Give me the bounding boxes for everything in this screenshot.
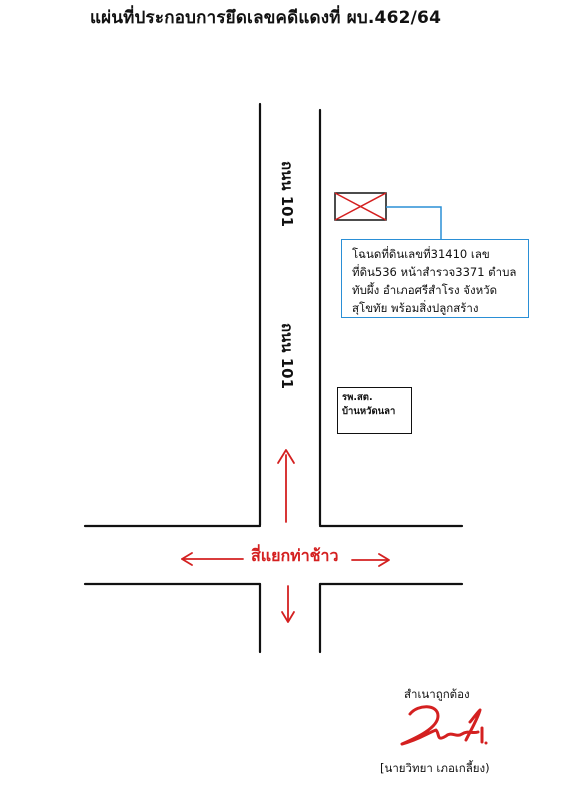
property-note-line: โฉนดที่ดินเลขที่31410 เลข [352,247,490,261]
direction-arrows [181,449,390,623]
arrow-down-icon [281,585,295,623]
junction-label: สี่แยกท่าช้าว [251,546,339,565]
signature-mark [400,705,488,746]
property-note-box: โฉนดที่ดินเลขที่31410 เลข ที่ดิน536 หน้า… [341,239,529,318]
property-marker [334,192,387,221]
landmark-line: รพ.สต. [342,392,373,403]
property-note-line: ทับผึ้ง อำเภอศรีสำโรง จังหวัด [352,283,498,297]
certified-copy-text: สำเนาถูกต้อง [404,687,470,701]
landmark-box: รพ.สต. บ้านหวัดนลา [337,387,412,434]
landmark-line: บ้านหวัดนลา [342,406,396,417]
property-note-line: สุโขทัย พร้อมสิ่งปลูกสร้าง [352,301,479,315]
arrow-up-icon [277,449,295,523]
road-label-middle: ถนน 101 [278,322,297,390]
page-title: แผ่นที่ประกอบการยึดเลขคดีแดงที่ ผบ.462/6… [90,8,442,28]
callout-connector [386,206,442,239]
arrow-right-icon [351,553,390,567]
arrow-left-icon [181,552,244,566]
roads [83,102,464,654]
road-label-north: ถนน 101 [278,160,297,228]
signer-name: [นายวิทยา เภอเกลี้ยง) [380,761,490,775]
property-note-line: ที่ดิน536 หน้าสำรวจ3371 ตำบล [352,265,517,279]
